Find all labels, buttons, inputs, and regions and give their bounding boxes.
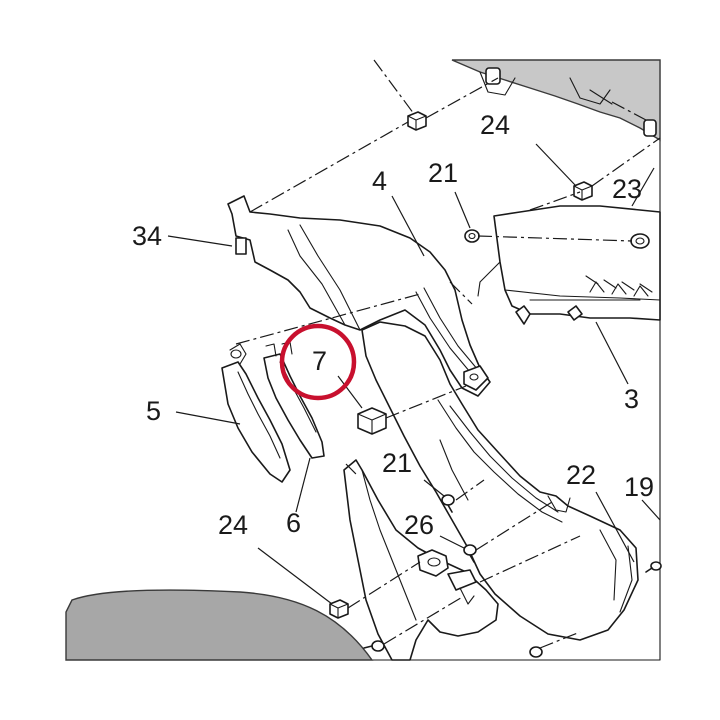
fastener-21-top	[464, 229, 480, 243]
label-part-22: 22	[566, 460, 596, 490]
fastener-bottom-center	[529, 646, 543, 658]
fasteners	[329, 111, 662, 658]
label-part-34: 34	[132, 221, 162, 251]
fastener-24-top-upper	[407, 111, 427, 131]
label-part-21-top: 21	[428, 158, 458, 188]
leader-lines	[167, 143, 661, 605]
label-part-21-mid: 21	[382, 448, 412, 478]
label-part-26: 26	[404, 510, 434, 540]
lower-bracket-panel	[343, 459, 499, 661]
fastener-bottom-screw	[363, 640, 385, 652]
part-4-inner-panel	[227, 195, 491, 397]
fastener-19	[645, 561, 662, 573]
label-part-23: 23	[612, 174, 642, 204]
upper-frame-assembly	[451, 59, 661, 142]
label-part-3: 3	[624, 384, 639, 414]
fastener-21-mid	[441, 494, 455, 513]
label-part-6: 6	[286, 508, 301, 538]
part-labels: 34 4 21 24 23 5 7 6 3 21 22 19 24 26	[132, 110, 654, 540]
label-part-7: 7	[312, 346, 327, 376]
label-part-24-top: 24	[480, 110, 510, 140]
assembly-lines	[235, 59, 661, 649]
label-part-19: 19	[624, 472, 654, 502]
fastener-24-bottom	[329, 599, 349, 619]
part-5-trim-panel	[221, 343, 291, 483]
label-part-4: 4	[372, 166, 387, 196]
center-lower-panel	[361, 321, 639, 641]
fastener-24-top-right	[573, 181, 593, 201]
part-3-side-cover	[477, 205, 661, 325]
label-part-5: 5	[146, 396, 161, 426]
lower-left-panel	[65, 589, 374, 661]
highlight-circle-part-7	[279, 323, 357, 401]
part-7-clip-nut	[357, 407, 387, 435]
label-part-24-bottom: 24	[218, 510, 248, 540]
